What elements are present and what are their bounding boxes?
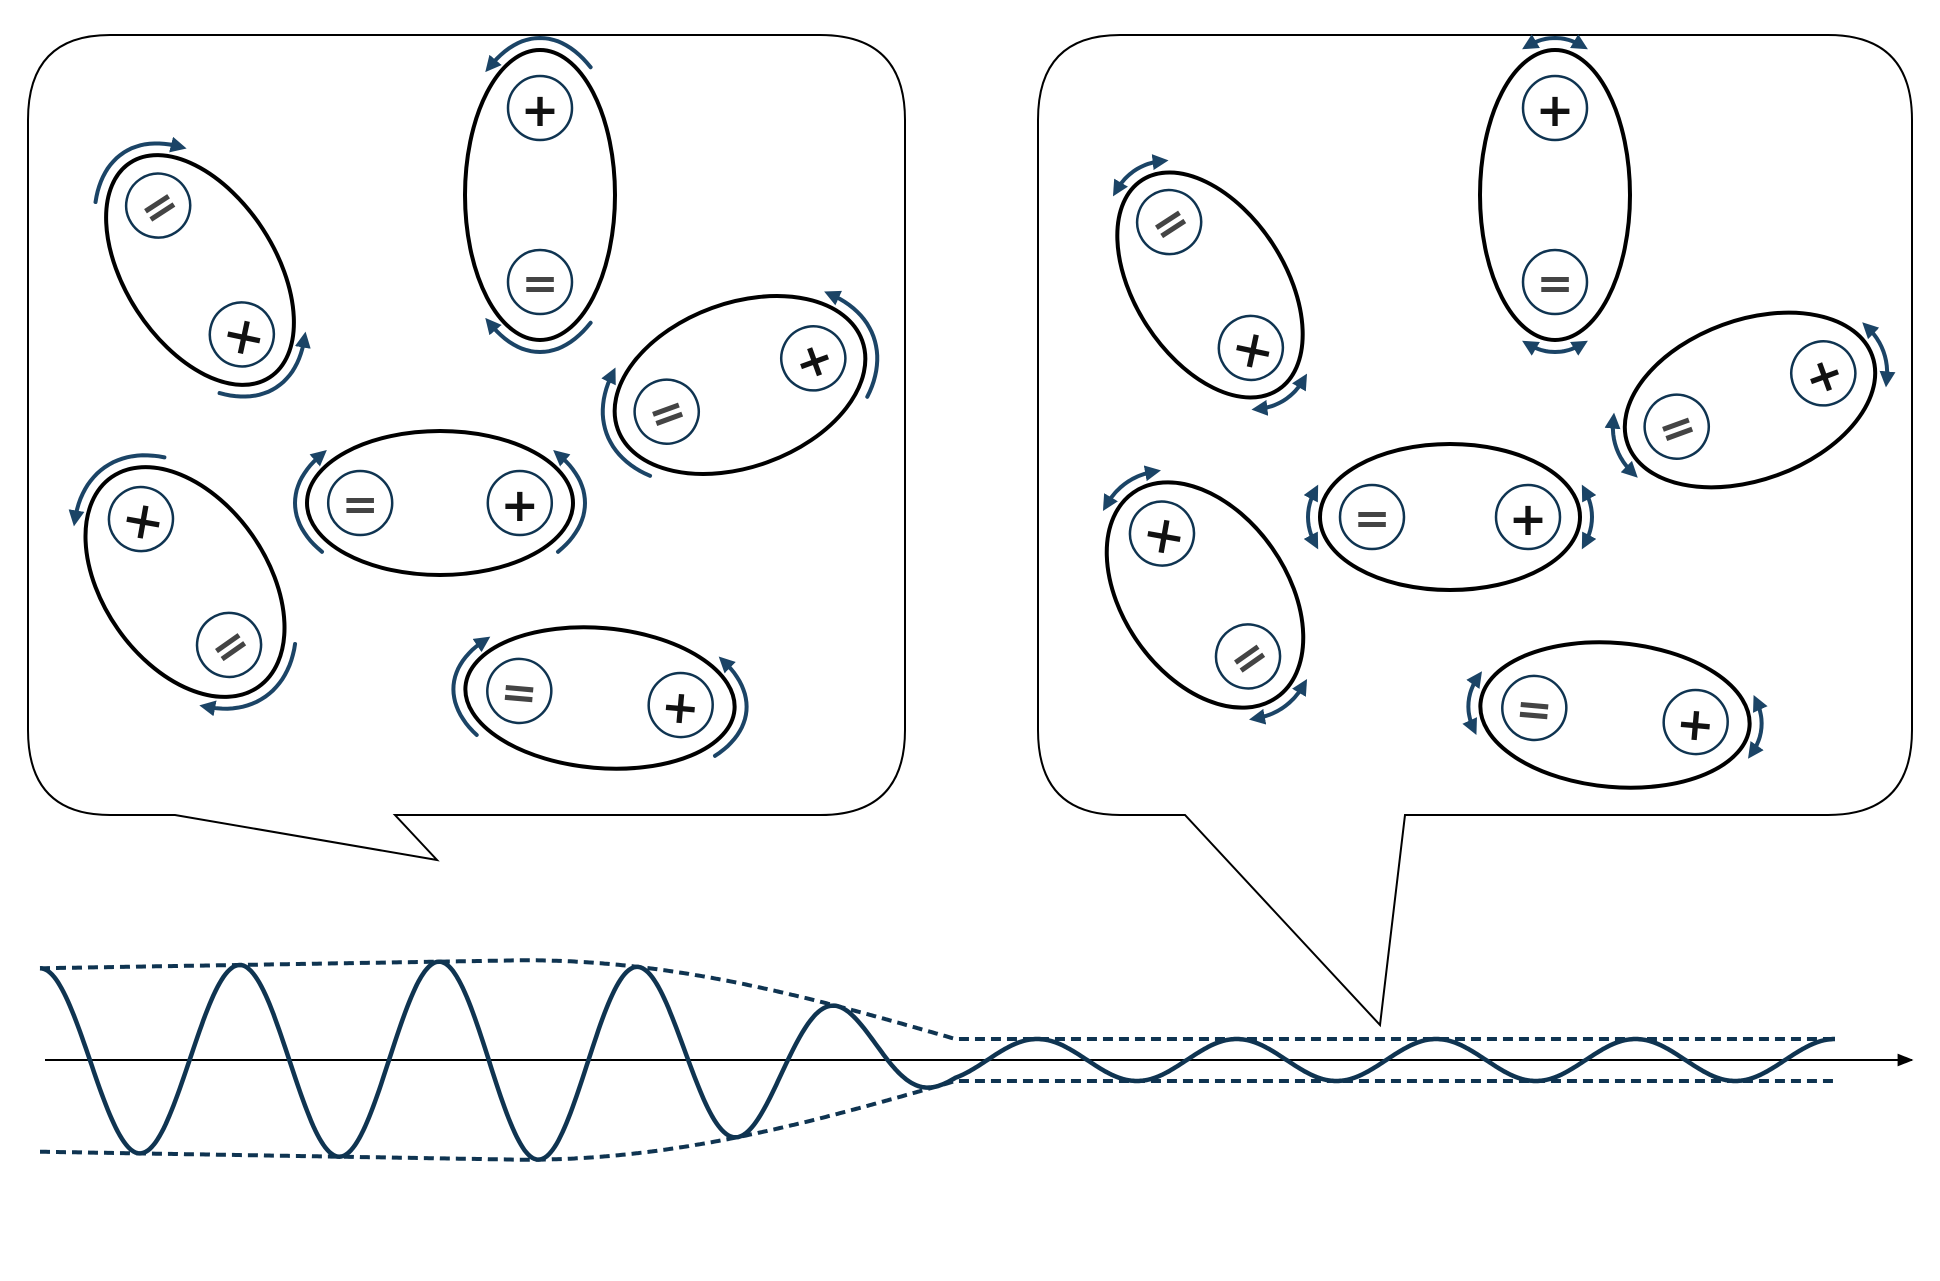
- dipole-1-3: =+: [600, 290, 880, 478]
- rotation-arrow: [553, 450, 588, 554]
- dipole-2-5: ×=: [1102, 465, 1308, 725]
- rotation-arrow: [1862, 322, 1896, 388]
- dipole-1-4: =+: [292, 429, 588, 577]
- plus-charge: +: [1494, 483, 1562, 551]
- minus-charge: =: [326, 469, 394, 537]
- rotation-arrow: [712, 656, 749, 758]
- charge-circle: [1494, 483, 1562, 551]
- minus-charge: =: [195, 611, 263, 679]
- charge-circle: [1338, 483, 1406, 551]
- rotation-arrow: [485, 35, 593, 73]
- minus-charge: =: [1521, 248, 1589, 316]
- charge-circle: [1643, 393, 1710, 460]
- dipole-1-5: ×=: [68, 453, 298, 717]
- charge-circle: [647, 671, 714, 739]
- rotation-arrow: [1581, 484, 1597, 550]
- minus-charge: =: [1135, 188, 1203, 256]
- charge-circle: [486, 657, 553, 725]
- rotation-arrow: [1303, 484, 1319, 550]
- rotation-arrow: [1522, 340, 1588, 356]
- charge-circle: [1790, 340, 1857, 407]
- minus-charge: =: [486, 657, 553, 725]
- minus-symbol: =: [499, 666, 540, 720]
- dipole-2-4: =+: [1303, 442, 1597, 592]
- plus-symbol: +: [1509, 492, 1548, 546]
- rotation-arrow: [1604, 412, 1638, 478]
- plus-charge: +: [780, 325, 847, 392]
- dipole-1-2: +=: [463, 35, 617, 355]
- minus-charge: =: [1643, 393, 1710, 460]
- charge-circle: [208, 301, 276, 368]
- rotation-arrow: [824, 290, 880, 399]
- times-charge: ×: [208, 301, 276, 369]
- molecule-outline: [1318, 442, 1582, 592]
- times-charge: ×: [1128, 500, 1196, 568]
- rotation-arrow: [1748, 695, 1768, 759]
- rotation-arrow: [1249, 678, 1308, 725]
- plus-charge: +: [1521, 74, 1589, 142]
- charge-circle: [1521, 248, 1589, 316]
- rotation-arrow: [93, 136, 187, 205]
- plus-charge: +: [1662, 688, 1729, 756]
- rotation-arrow: [217, 331, 311, 399]
- dipole-layer: =×+==+=+×==+=×+==+=+×==+: [68, 34, 1896, 790]
- rotation-arrow: [199, 641, 298, 717]
- plus-charge: +: [486, 469, 554, 537]
- dipole-2-2: +=: [1478, 34, 1632, 356]
- minus-symbol: =: [1537, 259, 1574, 310]
- rotation-arrow: [451, 636, 491, 737]
- charge-circle: [107, 485, 175, 553]
- charge-circle: [1521, 74, 1589, 142]
- times-charge: ×: [107, 485, 175, 554]
- dipole-1-1: =×: [93, 136, 311, 399]
- charge-circle: [326, 469, 394, 537]
- molecule-outline: [1478, 48, 1632, 342]
- minus-charge: =: [1338, 483, 1406, 551]
- rotation-arrow: [68, 453, 167, 527]
- rotation-arrow: [1251, 373, 1308, 416]
- charge-circle: [124, 172, 192, 239]
- upper-envelope: [39, 958, 1835, 1041]
- dipole-2-1: =×: [1112, 154, 1308, 416]
- molecule-outline: [463, 48, 617, 342]
- charge-circle: [780, 325, 847, 392]
- minus-charge: =: [633, 378, 700, 445]
- lower-envelope: [40, 1079, 1835, 1162]
- plus-symbol: +: [1536, 83, 1575, 137]
- plus-symbol: +: [501, 478, 540, 532]
- minus-charge: =: [1501, 674, 1568, 742]
- plus-charge: +: [1790, 340, 1857, 407]
- rotation-arrow: [1102, 465, 1161, 512]
- rotation-arrow: [1522, 34, 1588, 50]
- minus-charge: =: [124, 172, 192, 239]
- charge-circle: [506, 248, 574, 316]
- plus-symbol: +: [521, 83, 560, 137]
- molecule-outline: [305, 429, 575, 577]
- dipole-1-6: =+: [451, 625, 749, 771]
- plus-symbol: +: [659, 678, 702, 735]
- charge-circle: [195, 611, 263, 679]
- charge-circle: [1662, 688, 1729, 756]
- rotation-arrow: [1462, 671, 1482, 735]
- dipole-2-3: =+: [1604, 310, 1896, 490]
- minus-symbol: =: [1514, 683, 1555, 737]
- charge-circle: [506, 74, 574, 142]
- charge-circle: [633, 378, 700, 445]
- plus-charge: +: [647, 671, 714, 739]
- minus-symbol: =: [342, 480, 379, 531]
- rotation-arrow: [600, 367, 653, 478]
- charge-circle: [1501, 674, 1568, 742]
- minus-charge: =: [506, 248, 574, 316]
- plus-charge: +: [506, 74, 574, 142]
- charge-circle: [486, 469, 554, 537]
- minus-symbol: =: [522, 259, 559, 310]
- rotation-arrow: [485, 317, 593, 355]
- rotation-arrow: [1112, 154, 1169, 197]
- plus-symbol: +: [1674, 695, 1717, 752]
- dipole-2-6: =+: [1462, 640, 1768, 790]
- minus-symbol: =: [1354, 494, 1391, 545]
- rotation-arrow: [292, 450, 327, 554]
